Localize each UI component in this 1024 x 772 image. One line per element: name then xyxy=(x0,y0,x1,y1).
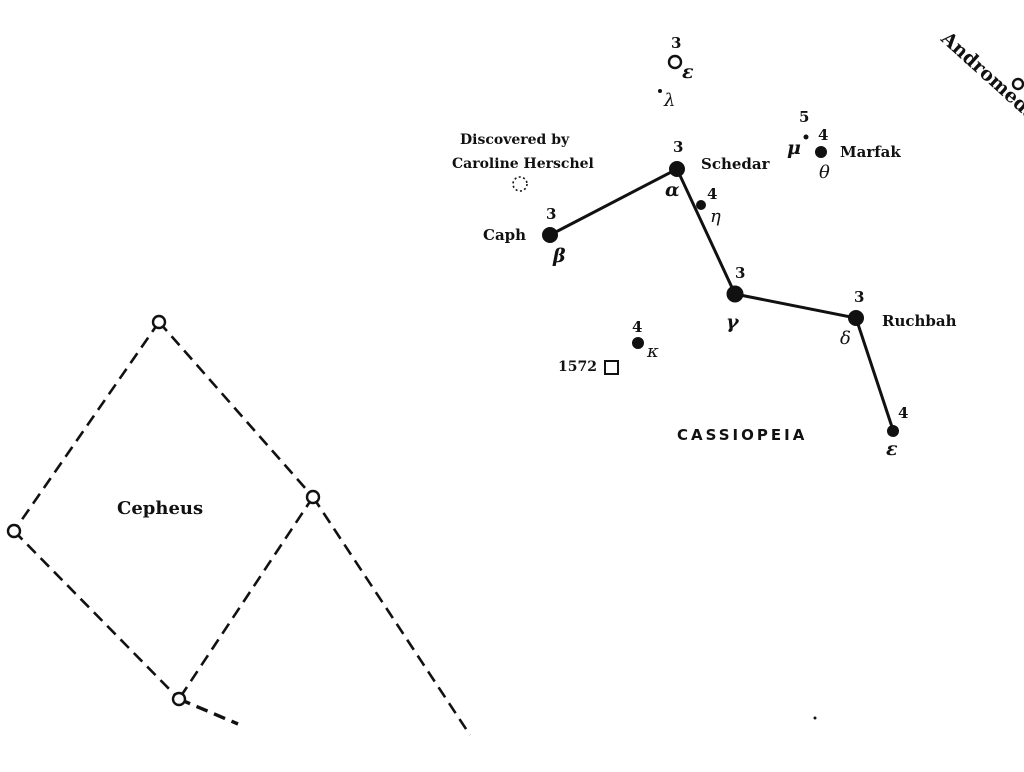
marfak-star xyxy=(815,146,827,158)
epsilon-group: 4 ε xyxy=(886,404,908,460)
eta-letter: η xyxy=(710,206,721,227)
cepheus-star xyxy=(171,691,187,707)
schedar-group: 3 Schedar α xyxy=(665,138,771,201)
ruchbah-magnitude: 3 xyxy=(854,288,864,306)
caph-group: 3 Caph β xyxy=(483,205,566,267)
epsilon-letter: ε xyxy=(886,438,898,460)
gamma-magnitude: 3 xyxy=(735,264,745,282)
ruchbah-letter: δ xyxy=(840,328,851,349)
gamma-star xyxy=(726,285,744,303)
eta-group: 4 η xyxy=(696,185,721,227)
ruchbah-group: 3 Ruchbah δ xyxy=(840,288,957,349)
kappa-group: 4 κ xyxy=(632,318,659,362)
kappa-magnitude: 4 xyxy=(632,318,642,336)
ruchbah-name: Ruchbah xyxy=(882,312,957,330)
nebula-note: Discovered by Caroline Herschel xyxy=(452,132,594,192)
marfak-name: Marfak xyxy=(840,143,901,161)
ruchbah-star xyxy=(848,310,864,326)
cassiopeia-title: CASSIOPEIA xyxy=(677,426,807,444)
cepheus-lines xyxy=(12,321,472,736)
caph-magnitude: 3 xyxy=(546,205,556,223)
marfak-magnitude: 4 xyxy=(818,126,828,144)
mu-magnitude: 5 xyxy=(799,108,809,126)
cepheus-star xyxy=(6,523,22,539)
supernova-label: 1572 xyxy=(558,359,597,375)
andromeda-label: Andromeda xyxy=(936,27,1024,126)
andromeda-epsilon-star xyxy=(667,54,683,70)
gamma-letter: γ xyxy=(726,311,740,333)
nebula-note-line1: Discovered by xyxy=(460,132,570,148)
nebula-marker xyxy=(512,176,528,192)
schedar-magnitude: 3 xyxy=(673,138,683,156)
schedar-star xyxy=(669,161,685,177)
mu-letter: μ xyxy=(787,137,801,159)
lambda-star-group: λ xyxy=(658,89,675,111)
cassiopeia-lines xyxy=(548,166,895,432)
cepheus-label: Cepheus xyxy=(117,498,203,519)
marfak-group: 4 Marfak θ xyxy=(815,126,901,183)
eta-magnitude: 4 xyxy=(707,185,717,203)
andromeda-epsilon: 3 ε xyxy=(667,34,694,83)
kappa-letter: κ xyxy=(646,341,659,362)
cepheus-stars xyxy=(6,314,321,707)
supernova-1572: 1572 xyxy=(558,359,619,375)
schedar-name: Schedar xyxy=(701,155,771,173)
cepheus-star xyxy=(305,489,321,505)
nebula-note-line2: Caroline Herschel xyxy=(452,156,594,172)
caph-letter: β xyxy=(552,245,566,267)
andromeda-star xyxy=(1011,77,1024,91)
stray-speck xyxy=(813,716,817,720)
caph-star xyxy=(542,227,558,243)
epsilon-star xyxy=(887,425,899,437)
supernova-marker xyxy=(604,360,619,375)
mu-group: 5 μ xyxy=(787,108,809,159)
eta-star xyxy=(696,200,706,210)
gamma-group: 3 γ xyxy=(726,264,745,333)
cepheus-star xyxy=(151,314,167,330)
schedar-letter: α xyxy=(665,179,680,201)
andromeda-epsilon-letter: ε xyxy=(682,61,694,83)
marfak-letter: θ xyxy=(819,162,830,183)
lambda-letter: λ xyxy=(663,90,675,111)
lambda-star xyxy=(658,89,662,93)
caph-name: Caph xyxy=(483,226,526,244)
epsilon-magnitude: 4 xyxy=(898,404,908,422)
kappa-star xyxy=(632,337,644,349)
andromeda-epsilon-magnitude: 3 xyxy=(671,34,681,52)
andromeda-label-group: Andromeda xyxy=(936,27,1024,126)
mu-star xyxy=(803,134,809,140)
